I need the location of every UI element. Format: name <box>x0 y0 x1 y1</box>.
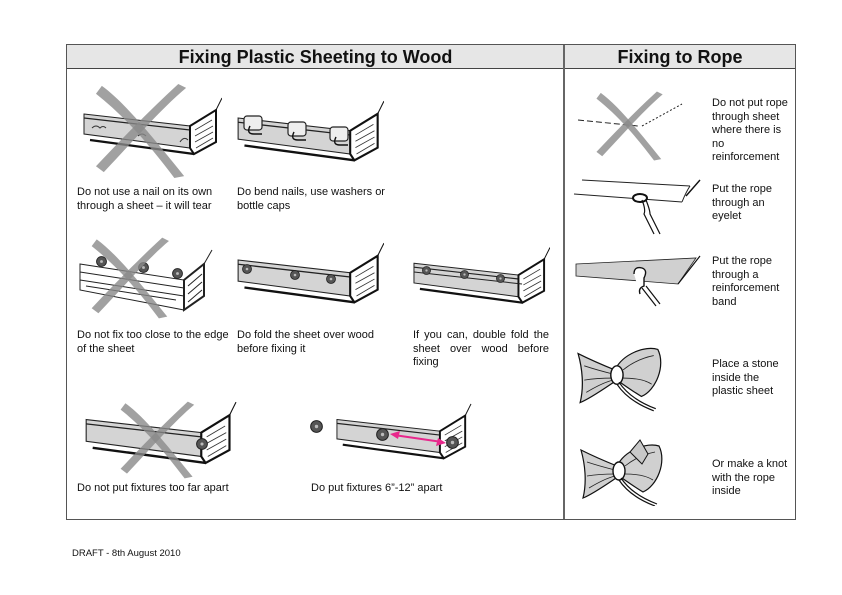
illustration-nail-through-sheet-crossed <box>82 83 222 179</box>
caption-too-close-edge: Do not fix too close to the edge of the … <box>77 329 229 355</box>
illustration-fixtures-spacing <box>310 402 473 460</box>
caption-too-far-apart: Do not put fixtures too far apart <box>77 482 229 494</box>
caption-fold-sheet: Do fold the sheet over wood before fixin… <box>237 329 374 355</box>
cross-mark-icon <box>596 91 663 161</box>
section-title-wood: Fixing Plastic Sheeting to Wood <box>67 45 564 69</box>
illustration-fixtures-far-apart-crossed <box>84 400 238 479</box>
illustration-knot-with-rope <box>580 439 663 506</box>
caption-spacing: Do put fixtures 6”-12” apart <box>311 482 443 494</box>
illustration-folded-sheet-on-wood <box>236 241 384 304</box>
column-divider <box>563 45 565 519</box>
illustration-fix-near-edge-crossed <box>79 237 213 319</box>
caption-bend-nails: Do bend nails, use washers or bottle cap… <box>237 186 385 212</box>
illustration-rope-through-eyelet <box>573 179 701 235</box>
caption-eyelet: Put the rope through an eyelet <box>712 183 772 222</box>
illustration-double-folded-sheet <box>412 246 550 304</box>
caption-double-fold: If you can, double fold the sheet over w… <box>413 329 549 368</box>
illustration-stone-in-sheet <box>577 347 662 412</box>
caption-reinforcement-band: Put the rope through a reinforcement ban… <box>712 255 780 308</box>
caption-knot: Or make a knot with the rope inside <box>712 458 788 497</box>
section-title-rope: Fixing to Rope <box>565 45 795 69</box>
spacing-arrow-icon <box>390 431 446 446</box>
caption-stone: Place a stone inside the plastic sheet <box>712 358 779 397</box>
caption-no-reinforcement: Do not put rope through sheet where ther… <box>712 97 788 163</box>
draft-footer: DRAFT - 8th August 2010 <box>72 548 181 559</box>
illustration-rope-through-band <box>575 255 701 307</box>
instruction-sheet: Fixing Plastic Sheeting to Wood Fixing t… <box>66 44 796 520</box>
caption-nail-alone: Do not use a nail on its own through a s… <box>77 186 213 212</box>
illustration-rope-no-reinforcement-crossed <box>578 91 683 161</box>
illustration-bent-nails-washers <box>236 99 384 162</box>
washer-icon <box>243 115 349 142</box>
